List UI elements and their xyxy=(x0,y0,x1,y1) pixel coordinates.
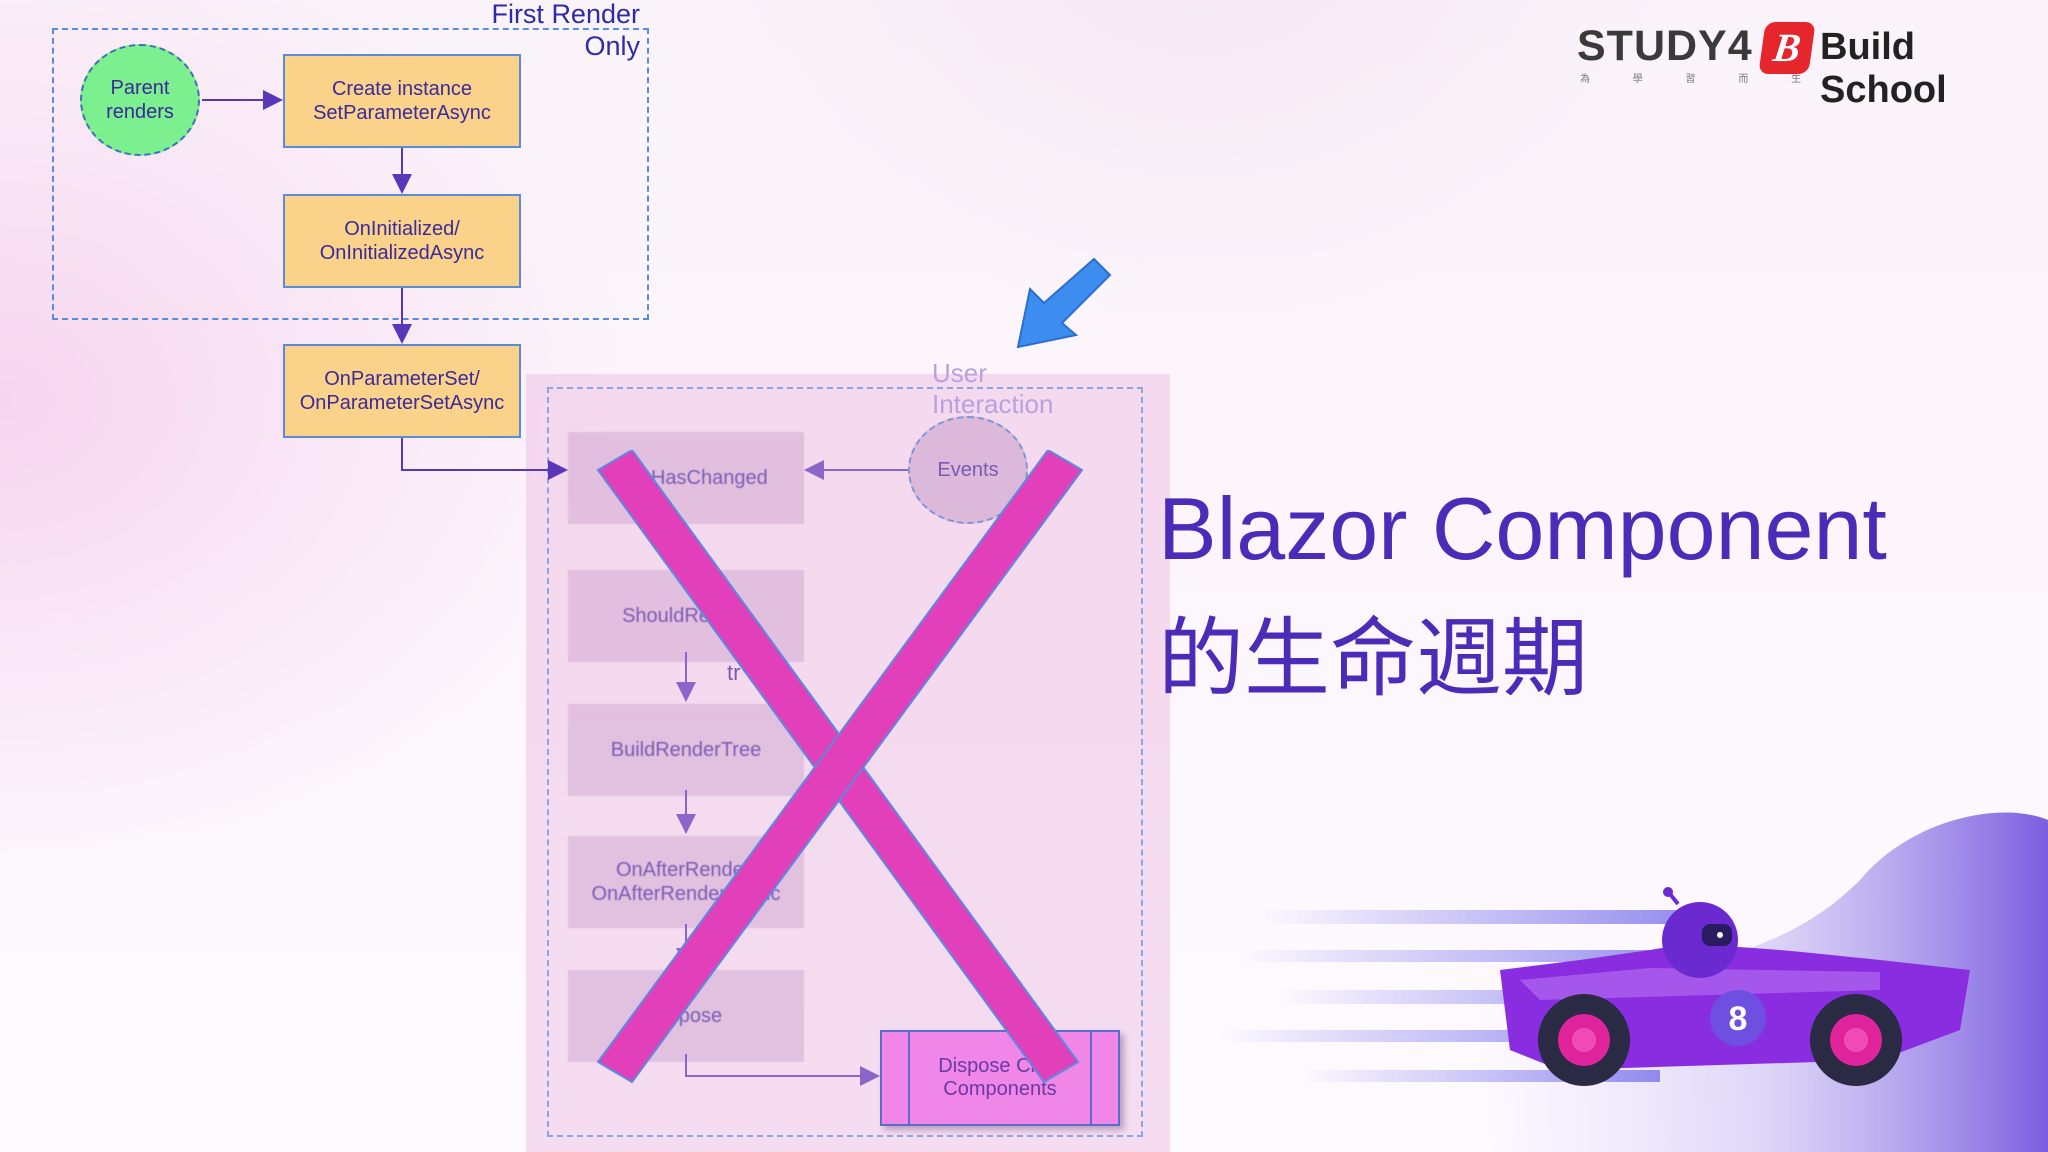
events-node: Events xyxy=(908,416,1028,524)
user-interaction-label: User Interaction xyxy=(932,358,1054,420)
slide-subtitle: 的生命週期 xyxy=(1158,609,1588,709)
first-render-label: First Render Only xyxy=(491,0,640,61)
render-loop-group xyxy=(547,387,1143,1137)
study4-logo: STUDY4 xyxy=(1577,22,1753,70)
first-render-group xyxy=(52,28,649,320)
build-school-logo-text: Build School xyxy=(1820,26,1947,111)
slide-title: Blazor Component xyxy=(1158,479,1887,578)
svg-text:8: 8 xyxy=(1729,1000,1748,1038)
arrow-paramset-to-statechanged xyxy=(401,438,568,480)
create-instance-step: Create instance SetParameterAsync xyxy=(283,54,521,148)
dispose-child-step: Dispose Child Components xyxy=(880,1030,1120,1126)
build-render-tree-step: BuildRenderTree xyxy=(568,704,804,796)
pointer-arrow-icon xyxy=(1016,257,1112,349)
on-parameter-set-step: OnParameterSet/ OnParameterSetAsync xyxy=(283,344,521,438)
on-initialized-step: OnInitialized/ OnInitializedAsync xyxy=(283,194,521,288)
build-school-logo-icon: B xyxy=(1758,22,1816,74)
study4-tagline: 為 學 習 而 生 xyxy=(1580,74,1822,85)
parent-renders-node: Parent renders xyxy=(80,44,200,156)
race-car-illustration: 8 xyxy=(1220,812,2048,1152)
should-render-true-label: tr xyxy=(727,660,741,685)
arrow-dispose-to-child xyxy=(685,1054,880,1086)
cross-out-x-icon xyxy=(596,450,1084,1084)
